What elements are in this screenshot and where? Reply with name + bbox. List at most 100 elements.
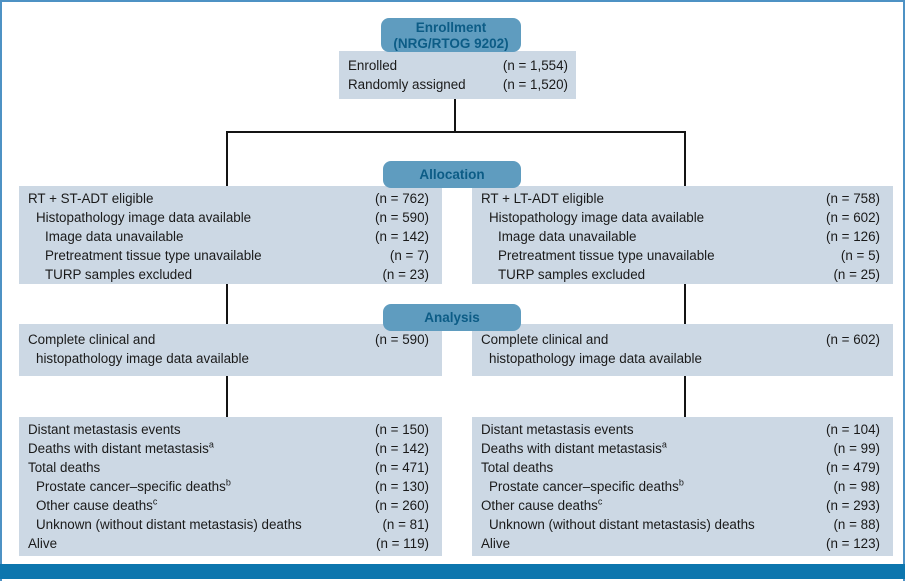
flow-row: Randomly assigned (n = 1,520): [348, 75, 568, 94]
flow-row: Total deaths (n = 471): [28, 458, 429, 477]
enrollment-badge: Enrollment (NRG/RTOG 9202): [381, 18, 521, 52]
row-label: Distant metastasis events: [481, 422, 634, 437]
row-n-value: (n = 150): [375, 422, 429, 437]
row-n-value: (n = 81): [382, 517, 429, 532]
flow-row: Other cause deathsc (n = 293): [481, 496, 880, 515]
row-n-value: (n = 119): [376, 536, 429, 551]
flow-row: Image data unavailable (n = 126): [481, 227, 880, 246]
flow-row: Complete clinical and(n = 602): [481, 330, 880, 349]
footnote-marker: b: [225, 477, 231, 488]
flow-row: Alive (n = 123): [481, 534, 880, 553]
footnote-marker: b: [678, 477, 684, 488]
connector-line: [454, 99, 456, 133]
allocation-badge: Allocation: [383, 161, 521, 188]
row-n-value: (n = 762): [375, 191, 429, 206]
flow-row: Unknown (without distant metastasis) dea…: [28, 515, 429, 534]
row-n-value: (n = 5): [840, 248, 880, 263]
connector-line: [226, 131, 228, 186]
row-n-value: (n = 88): [833, 517, 880, 532]
flow-row: Image data unavailable(n = 142): [28, 227, 429, 246]
flow-row: Alive(n = 119): [28, 534, 429, 553]
row-n-value: (n = 123): [826, 536, 880, 551]
row-n-value: (n = 1,520): [502, 77, 568, 92]
connector-line: [684, 131, 686, 186]
allocation-box-left: RT + ST-ADT eligible (n = 762) Histopathol…: [19, 186, 442, 284]
row-label: Other cause deathsc: [36, 496, 158, 513]
flow-row: TURP samples excluded (n = 23): [28, 265, 429, 284]
row-n-value: (n = 602): [826, 210, 880, 225]
flow-row: Deaths with distant metastasisa (n = 142): [28, 439, 429, 458]
row-label: Image data unavailable: [498, 229, 637, 244]
outcomes-box-right: Distant metastasis events (n = 104) Deaths…: [472, 417, 893, 556]
row-n-value: (n = 23): [382, 267, 429, 282]
row-n-value: (n = 25): [833, 267, 880, 282]
enrollment-counts-box: Enrolled(n = 1,554) Randomly assigned (n =…: [339, 51, 576, 99]
row-n-value: (n = 126): [826, 229, 880, 244]
connector-line: [226, 284, 228, 326]
row-n-value: (n = 98): [833, 479, 880, 494]
row-label: Prostate cancer–specific deathsb: [36, 477, 231, 494]
flow-row: Complete clinical and(n = 590): [28, 330, 429, 349]
row-n-value: (n = 479): [826, 460, 880, 475]
row-label: TURP samples excluded: [45, 267, 193, 282]
enrollment-badge-line2: (NRG/RTOG 9202): [393, 36, 509, 51]
connector-line: [226, 131, 686, 133]
row-label: Enrolled: [348, 58, 398, 73]
row-n-value: (n = 130): [375, 479, 429, 494]
analysis-badge: Analysis: [383, 304, 521, 331]
row-label: Alive: [481, 536, 511, 551]
row-label: Other cause deathsc: [481, 496, 603, 513]
allocation-box-right: RT + LT-ADT eligible(n = 758) Histopathol…: [472, 186, 893, 284]
row-n-value: (n = 293): [826, 498, 880, 513]
row-label: Deaths with distant metastasisa: [28, 439, 214, 456]
flow-row: Enrolled(n = 1,554): [348, 56, 568, 75]
row-label: RT + ST-ADT eligible: [28, 191, 154, 206]
row-label: Randomly assigned: [348, 77, 466, 92]
row-n-value: (n = 590): [375, 210, 429, 225]
row-n-value: [423, 349, 429, 368]
footnote-marker: c: [152, 496, 158, 507]
flow-row: histopathology image data available: [28, 349, 429, 368]
flow-row: Pretreatment tissue type unavailable(n =…: [481, 246, 880, 265]
connector-line: [226, 376, 228, 419]
row-label: histopathology image data available: [489, 351, 702, 366]
row-n-value: (n = 758): [826, 191, 880, 206]
row-n-value: [874, 349, 880, 368]
row-label: Deaths with distant metastasisa: [481, 439, 667, 456]
row-n-value: (n = 602): [826, 332, 880, 347]
row-n-value: (n = 471): [375, 460, 429, 475]
row-label: Total deaths: [481, 460, 554, 475]
flow-row: Prostate cancer–specific deathsb (n = 130…: [28, 477, 429, 496]
analysis-box-left: Complete clinical and(n = 590)histopatho…: [19, 324, 442, 376]
flow-row: Other cause deathsc (n = 260): [28, 496, 429, 515]
footnote-marker: a: [208, 439, 214, 450]
row-label: TURP samples excluded: [498, 267, 646, 282]
row-n-value: (n = 7): [389, 248, 429, 263]
row-label: Histopathology image data available: [36, 210, 252, 225]
row-label: Complete clinical and: [28, 332, 156, 347]
connector-line: [684, 376, 686, 419]
row-n-value: (n = 260): [375, 498, 429, 513]
flow-row: Deaths with distant metastasisa(n = 99): [481, 439, 880, 458]
flow-row: Distant metastasis events (n = 104): [481, 420, 880, 439]
flow-row: Unknown (without distant metastasis) dea…: [481, 515, 880, 534]
row-label: Unknown (without distant metastasis) dea…: [489, 517, 755, 532]
footnote-marker: a: [661, 439, 667, 450]
flow-row: histopathology image data available: [481, 349, 880, 368]
row-n-value: (n = 104): [826, 422, 880, 437]
flow-row: RT + ST-ADT eligible (n = 762): [28, 189, 429, 208]
flow-row: RT + LT-ADT eligible(n = 758): [481, 189, 880, 208]
analysis-box-right: Complete clinical and(n = 602) histopatho…: [472, 324, 893, 376]
flow-row: Pretreatment tissue type unavailable (n =…: [28, 246, 429, 265]
row-n-value: (n = 142): [375, 441, 429, 456]
row-label: Histopathology image data available: [489, 210, 705, 225]
row-label: Pretreatment tissue type unavailable: [45, 248, 262, 263]
row-label: Unknown (without distant metastasis) dea…: [36, 517, 302, 532]
row-label: Prostate cancer–specific deathsb: [489, 477, 684, 494]
footnote-marker: c: [597, 496, 603, 507]
row-label: Total deaths: [28, 460, 101, 475]
flow-row: Prostate cancer–specific deathsb (n = 98): [481, 477, 880, 496]
row-label: Distant metastasis events: [28, 422, 181, 437]
